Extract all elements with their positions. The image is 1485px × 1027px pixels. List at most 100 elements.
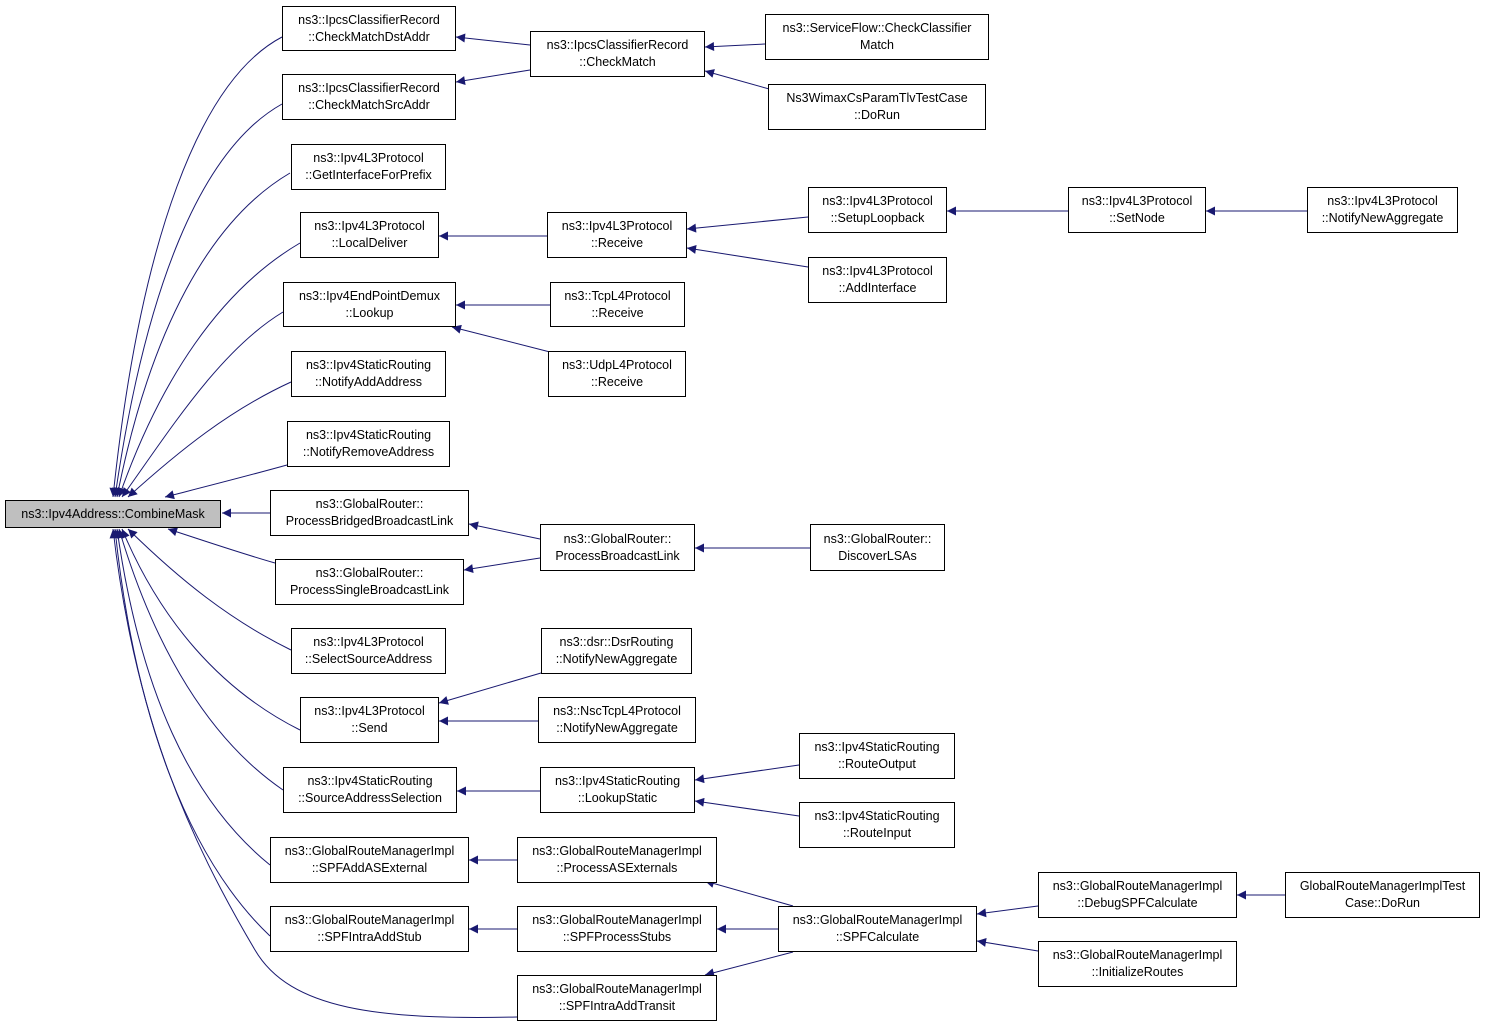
edge-addif-recv xyxy=(686,244,809,268)
node-ipv4l3-receive[interactable]: ns3::Ipv4L3Protocol ::Receive xyxy=(547,212,687,258)
node-label-line2: ::NotifyNewAggregate xyxy=(1321,211,1444,225)
node-label-line2: ::SPFCalculate xyxy=(835,930,920,944)
node-label-line2: ::LocalDeliver xyxy=(331,236,408,250)
node-label-line1: ns3::Ipv4L3Protocol xyxy=(314,704,425,718)
node-notify-new-aggregate-l3[interactable]: ns3::Ipv4L3Protocol ::NotifyNewAggregate xyxy=(1307,187,1458,233)
node-label-line1: ns3::GlobalRouteManagerImpl xyxy=(1052,879,1223,893)
node-label-line2: ::AddInterface xyxy=(838,281,917,295)
edge-spfcalc-spftransit xyxy=(704,951,794,978)
node-spf-calculate[interactable]: ns3::GlobalRouteManagerImpl ::SPFCalcula… xyxy=(778,906,977,952)
node-label-line2: ::LookupStatic xyxy=(577,791,658,805)
node-check-match[interactable]: ns3::IpcsClassifierRecord ::CheckMatch xyxy=(530,31,705,77)
node-spf-intra-add-transit[interactable]: ns3::GlobalRouteManagerImpl ::SPFIntraAd… xyxy=(517,975,717,1021)
edge-routein-lookupstatic xyxy=(694,797,800,817)
node-label-line2: ::RouteInput xyxy=(842,826,912,840)
node-label-line2: ::Receive xyxy=(590,375,644,389)
node-spf-process-stubs[interactable]: ns3::GlobalRouteManagerImpl ::SPFProcess… xyxy=(517,906,717,952)
node-label-line2: ::CheckMatchSrcAddr xyxy=(308,98,430,112)
node-check-match-src-addr[interactable]: ns3::IpcsClassifierRecord ::CheckMatchSr… xyxy=(282,74,456,120)
node-discover-lsas[interactable]: ns3::GlobalRouter:: DiscoverLSAs xyxy=(810,524,945,571)
node-label-line1: ns3::GlobalRouteManagerImpl xyxy=(792,913,963,927)
node-label-line1: ns3::GlobalRouter:: xyxy=(315,566,424,580)
node-notify-add-address[interactable]: ns3::Ipv4StaticRouting ::NotifyAddAddres… xyxy=(291,351,446,397)
edge-routeout-lookupstatic xyxy=(694,764,800,784)
node-tcp-receive[interactable]: ns3::TcpL4Protocol ::Receive xyxy=(550,282,685,327)
edge-wimax-chkmatch xyxy=(704,69,781,93)
node-local-deliver[interactable]: ns3::Ipv4L3Protocol ::LocalDeliver xyxy=(300,212,439,258)
node-process-bridged-broadcast-link[interactable]: ns3::GlobalRouter:: ProcessBridgedBroadc… xyxy=(270,490,469,536)
node-process-broadcast-link[interactable]: ns3::GlobalRouter:: ProcessBroadcastLink xyxy=(540,524,695,571)
node-nsc-notify-new-aggregate[interactable]: ns3::NscTcpL4Protocol ::NotifyNewAggrega… xyxy=(538,697,696,743)
edge-procbcast-procsingle xyxy=(463,557,541,574)
node-ipv4l3-send[interactable]: ns3::Ipv4L3Protocol ::Send xyxy=(300,697,439,743)
node-route-input[interactable]: ns3::Ipv4StaticRouting ::RouteInput xyxy=(799,802,955,848)
node-label: ns3::Ipv4Address::CombineMask xyxy=(21,506,205,521)
node-label-line2: ::Send xyxy=(351,721,388,735)
node-label-line2: ProcessBroadcastLink xyxy=(555,548,680,563)
edge-spftransit-combine xyxy=(109,528,518,1018)
node-add-interface[interactable]: ns3::Ipv4L3Protocol ::AddInterface xyxy=(808,257,947,303)
node-label-line2: ::Receive xyxy=(591,305,644,320)
node-initialize-routes[interactable]: ns3::GlobalRouteManagerImpl ::Initialize… xyxy=(1038,941,1237,987)
node-process-as-externals[interactable]: ns3::GlobalRouteManagerImpl ::ProcessASE… xyxy=(517,837,717,883)
node-label-line1: ns3::IpcsClassifierRecord xyxy=(298,12,440,27)
node-label-line1: ns3::Ipv4L3Protocol xyxy=(822,264,933,278)
node-label-line1: ns3::IpcsClassifierRecord xyxy=(298,81,440,95)
node-label-line1: ns3::Ipv4L3Protocol xyxy=(1081,194,1193,208)
node-label-line1: ns3::Ipv4StaticRouting xyxy=(814,809,940,823)
node-label-line2: ::NotifyNewAggregate xyxy=(556,721,678,735)
node-label-line2: Case::DoRun xyxy=(1344,896,1421,910)
node-label-line2: ::Receive xyxy=(590,236,644,250)
edge-spfaddas-combine xyxy=(113,528,271,866)
edge-dsrnotify-send xyxy=(438,672,542,705)
node-endpoint-demux-lookup[interactable]: ns3::Ipv4EndPointDemux ::Lookup xyxy=(283,282,456,327)
node-label-line1: ns3::Ipv4EndPointDemux xyxy=(298,288,441,303)
node-set-node[interactable]: ns3::Ipv4L3Protocol ::SetNode xyxy=(1068,187,1206,233)
node-label-line2: ::SPFIntraAddTransit xyxy=(558,999,676,1013)
node-label-line1: ns3::dsr::DsrRouting xyxy=(559,635,674,649)
node-source-address-selection[interactable]: ns3::Ipv4StaticRouting ::SourceAddressSe… xyxy=(283,767,457,813)
node-spf-intra-add-stub[interactable]: ns3::GlobalRouteManagerImpl ::SPFIntraAd… xyxy=(270,906,469,952)
node-udp-receive[interactable]: ns3::UdpL4Protocol ::Receive xyxy=(548,351,686,397)
edge-lookup-combine xyxy=(121,311,284,498)
node-label-line1: ns3::NscTcpL4Protocol xyxy=(553,704,681,718)
node-setup-loopback[interactable]: ns3::Ipv4L3Protocol ::SetupLoopback xyxy=(808,187,947,233)
node-label-line2: ::SPFAddASExternal xyxy=(311,861,428,875)
node-process-single-broadcast-link[interactable]: ns3::GlobalRouter:: ProcessSingleBroadca… xyxy=(275,559,464,605)
node-label-line2: ProcessBridgedBroadcastLink xyxy=(285,514,454,528)
node-label-line2: ::SelectSourceAddress xyxy=(304,652,433,666)
edge-localdel-combine xyxy=(117,242,301,498)
node-label-line1: ns3::GlobalRouter:: xyxy=(823,531,932,546)
node-select-source-address[interactable]: ns3::Ipv4L3Protocol ::SelectSourceAddres… xyxy=(291,628,446,674)
node-serviceflow-check-classifier-match[interactable]: ns3::ServiceFlow::CheckClassifier Match xyxy=(765,14,989,60)
edge-getif-combine xyxy=(114,172,291,498)
node-label-line2: ::NotifyNewAggregate xyxy=(555,652,678,666)
node-wimax-test-dorun[interactable]: Ns3WimaxCsParamTlvTestCase ::DoRun xyxy=(768,84,986,130)
edge-chkmatch-chkdst xyxy=(455,33,531,46)
node-label-line2: ::RouteOutput xyxy=(838,757,916,771)
node-label-line1: ns3::Ipv4L3Protocol xyxy=(1327,194,1438,208)
node-check-match-dst-addr[interactable]: ns3::IpcsClassifierRecord ::CheckMatchDs… xyxy=(282,6,456,51)
edge-notifyadd-combine xyxy=(127,381,292,498)
node-combine-mask[interactable]: ns3::Ipv4Address::CombineMask xyxy=(5,500,221,528)
node-label-line1: ns3::UdpL4Protocol xyxy=(562,358,672,372)
edge-spfcalc-procasext xyxy=(704,879,794,907)
node-label-line1: ns3::ServiceFlow::CheckClassifier xyxy=(782,21,972,35)
node-route-output[interactable]: ns3::Ipv4StaticRouting ::RouteOutput xyxy=(799,733,955,779)
node-label-line2: ::SPFIntraAddStub xyxy=(317,930,422,944)
node-label-line1: ns3::GlobalRouteManagerImpl xyxy=(532,844,702,858)
edge-srcsel-combine xyxy=(117,528,284,791)
node-spf-add-as-external[interactable]: ns3::GlobalRouteManagerImpl ::SPFAddASEx… xyxy=(270,837,469,883)
node-lookup-static[interactable]: ns3::Ipv4StaticRouting ::LookupStatic xyxy=(540,767,695,813)
node-label-line2: ::SetupLoopback xyxy=(830,211,925,225)
node-label-line1: GlobalRouteManagerImplTest xyxy=(1299,879,1466,893)
node-debug-spf-calculate[interactable]: ns3::GlobalRouteManagerImpl ::DebugSPFCa… xyxy=(1038,872,1237,918)
node-label-line2: ProcessSingleBroadcastLink xyxy=(289,583,450,597)
node-label-line1: Ns3WimaxCsParamTlvTestCase xyxy=(786,91,968,105)
node-label-line2: ::ProcessASExternals xyxy=(556,861,678,875)
node-label-line1: ns3::Ipv4L3Protocol xyxy=(822,194,933,208)
node-notify-remove-address[interactable]: ns3::Ipv4StaticRouting ::NotifyRemoveAdd… xyxy=(287,421,450,467)
node-get-interface-for-prefix[interactable]: ns3::Ipv4L3Protocol ::GetInterfaceForPre… xyxy=(291,144,446,190)
node-dsr-notify-new-aggregate[interactable]: ns3::dsr::DsrRouting ::NotifyNewAggregat… xyxy=(541,628,692,674)
node-grm-impl-test-dorun[interactable]: GlobalRouteManagerImplTest Case::DoRun xyxy=(1285,872,1480,918)
